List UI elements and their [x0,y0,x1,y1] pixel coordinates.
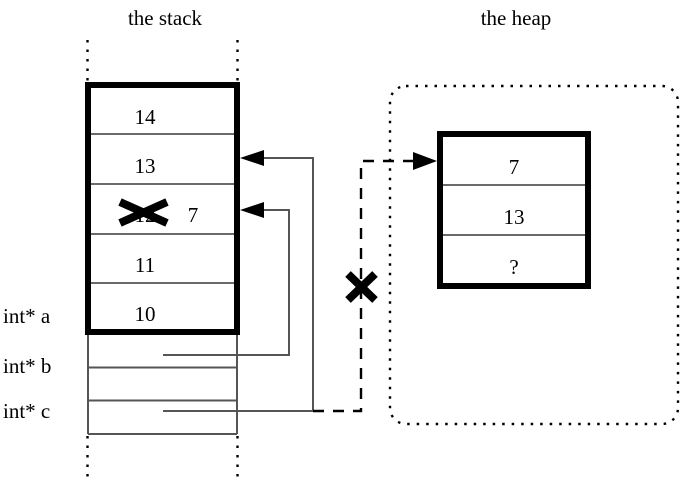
variable-label-c: int* c [3,399,50,423]
heap-column-title: the heap [481,6,552,30]
arrowhead-icon-pointer-c [240,150,264,166]
variable-label-b: int* b [3,354,51,378]
pointer-line-c [163,150,314,412]
pointer-line-b [163,202,290,356]
stack-cell-value-3: 11 [135,253,155,277]
stack-column-title: the stack [128,6,203,30]
stack-frame-border [85,82,240,335]
stack-cell-value-2-new: 7 [188,203,199,227]
stack-cell-value-1: 13 [135,154,156,178]
heap-cell-value-1: 13 [504,205,525,229]
heap-region-boundary [388,84,680,426]
stack-variable-region [87,333,238,435]
severed-pointer-path [313,159,430,413]
strike-through-x-icon-severed-pointer [345,271,378,303]
stack-cell-value-0: 14 [135,105,157,129]
arrowhead-icon-pointer-b [240,202,264,218]
stack-cell-value-4: 10 [135,302,156,326]
stack-frame-box [85,82,240,335]
heap-block [437,131,591,289]
arrowhead-icon-heap-pointer [413,152,437,170]
strike-through-x-icon-stack-cell [118,198,169,227]
severed-heap-pointer [313,152,437,413]
heap-cell-value-2: ? [509,255,518,279]
heap-cell-value-0: 7 [509,155,520,179]
heap-block-border [437,131,591,289]
variable-label-a: int* a [3,304,51,328]
